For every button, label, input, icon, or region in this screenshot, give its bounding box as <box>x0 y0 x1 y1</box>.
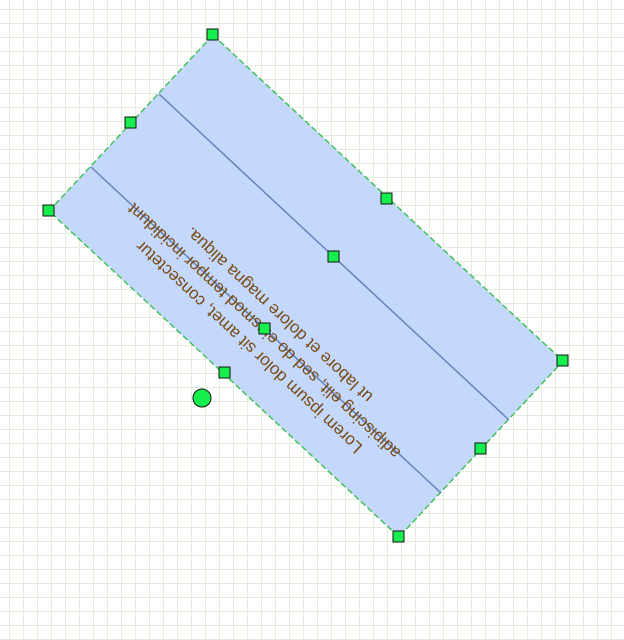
resize-handle-right[interactable] <box>556 354 569 367</box>
resize-handle-bottom-left-mid[interactable] <box>218 366 231 379</box>
selection-handles[interactable] <box>42 28 569 543</box>
resize-handle-top-right-mid[interactable] <box>380 192 393 205</box>
resize-handle-left[interactable] <box>42 204 55 217</box>
resize-handle-bottom[interactable] <box>392 530 405 543</box>
resize-handle-top[interactable] <box>206 28 219 41</box>
text-box-handle-center[interactable] <box>327 250 340 263</box>
text-box-handle-lower[interactable] <box>258 322 271 335</box>
rotate-handle[interactable] <box>192 388 212 408</box>
swimlane-body[interactable] <box>47 33 565 539</box>
resize-handle-bottom-right-mid[interactable] <box>474 442 487 455</box>
swimlane-shape[interactable] <box>47 33 565 539</box>
resize-handle-top-left-mid[interactable] <box>124 116 137 129</box>
